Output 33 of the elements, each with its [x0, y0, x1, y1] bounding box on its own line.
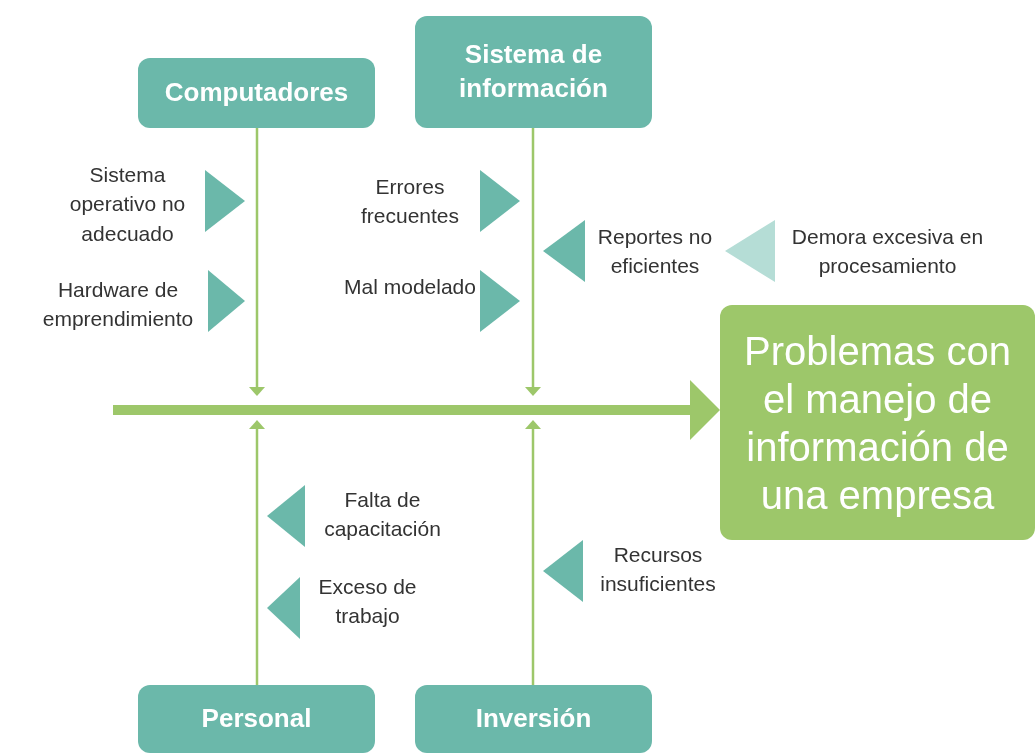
category-title: Personal	[201, 702, 312, 736]
cause-text: Mal modelado	[340, 272, 480, 302]
chevron-arrow	[543, 540, 583, 602]
chevron-arrow	[205, 170, 245, 232]
category-box	[138, 58, 375, 128]
chevron-arrow	[725, 220, 775, 282]
chevron-arrow	[480, 270, 520, 332]
chevron-arrow	[480, 170, 520, 232]
arrow	[249, 420, 265, 685]
arrow	[249, 128, 265, 396]
cause-text: Exceso de trabajo	[300, 572, 435, 631]
category-box	[138, 685, 375, 753]
cause-text: Errores frecuentes	[340, 172, 480, 231]
cause-text: Reportes no eficientes	[585, 222, 725, 281]
chevron-arrow	[208, 270, 245, 332]
category-box	[415, 685, 652, 753]
effect-box	[720, 305, 1035, 540]
arrow	[525, 420, 541, 685]
chevron-arrow	[267, 485, 305, 547]
cause-text: Recursos insuficientes	[583, 540, 733, 599]
cause-text: Demora excesiva en procesamiento	[775, 222, 1000, 281]
category-title: Inversión	[475, 702, 592, 736]
effect-title: Problemas con el manejo de información de una empresa	[743, 327, 1012, 519]
category-title: Sistema de información	[458, 38, 609, 105]
chevron-arrow	[267, 577, 300, 639]
arrow	[525, 128, 541, 396]
cause-text: Hardware de emprendimiento	[28, 275, 208, 334]
arrow	[113, 380, 720, 440]
chevron-arrow	[543, 220, 585, 282]
cause-text: Sistema operativo no adecuado	[50, 160, 205, 249]
category-box	[415, 16, 652, 128]
category-title: Computadores	[164, 76, 349, 110]
cause-text: Falta de capacitación	[305, 485, 460, 544]
